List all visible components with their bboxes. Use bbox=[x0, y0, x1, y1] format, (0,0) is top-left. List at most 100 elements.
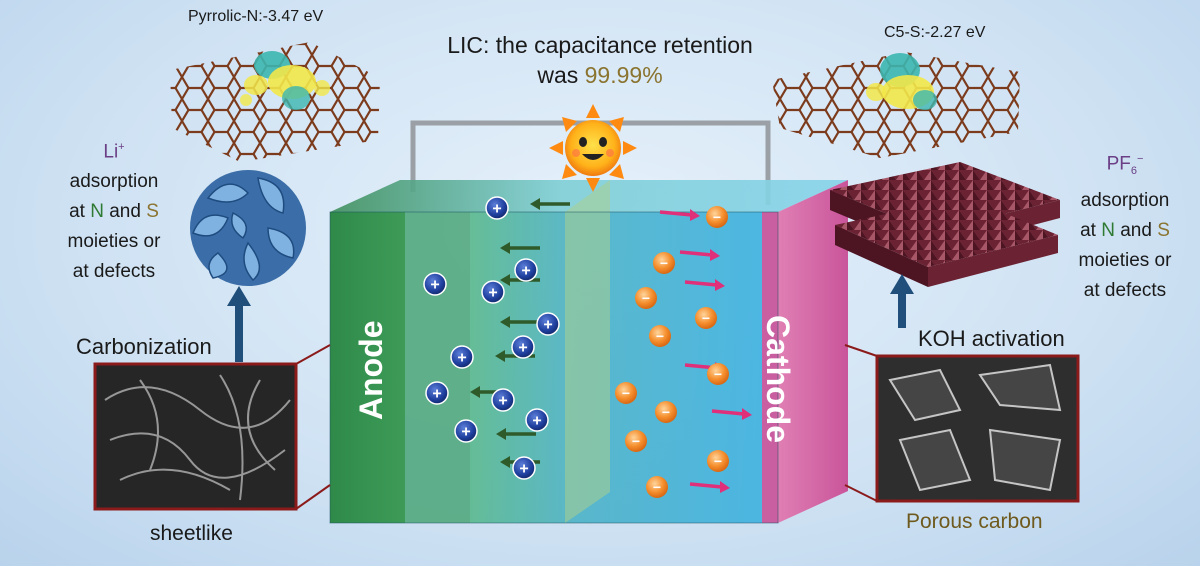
description-line: moieties or bbox=[67, 231, 161, 253]
li-ion-label: Li+ bbox=[44, 132, 184, 167]
description-line: adsorption bbox=[1080, 190, 1170, 212]
cation-charge: + bbox=[457, 350, 466, 367]
anion-migration-arrow bbox=[684, 279, 725, 291]
sheetlike-caption: sheetlike bbox=[150, 522, 233, 545]
anion-charge: − bbox=[714, 366, 722, 382]
anion-charge: − bbox=[713, 209, 721, 225]
pf6-adsorption-description: PF6− adsorption at N and S moieties or a… bbox=[1050, 144, 1200, 306]
anion-icon: − bbox=[655, 401, 677, 423]
sulfur-label: S bbox=[146, 201, 159, 223]
cation-icon: + bbox=[450, 345, 474, 369]
anion-icon: − bbox=[646, 476, 668, 498]
anion-migration-arrow bbox=[711, 408, 752, 420]
cation-icon: + bbox=[514, 258, 538, 282]
koh-activation-label: KOH activation bbox=[918, 326, 1065, 351]
cation-charge: + bbox=[518, 340, 527, 357]
cation-icon: + bbox=[525, 408, 549, 432]
graphene-sheet-icon bbox=[170, 42, 380, 162]
nitrogen-label: N bbox=[1101, 220, 1115, 242]
cation-icon: + bbox=[511, 335, 535, 359]
cation-charge: + bbox=[521, 263, 530, 280]
cation-charge: + bbox=[492, 201, 501, 218]
cation-icon: + bbox=[491, 388, 515, 412]
pyrrolic-n-energy-label: Pyrrolic-N:-3.47 eV bbox=[188, 8, 324, 25]
anion-icon: − bbox=[707, 363, 729, 385]
graphene-sheet-icon bbox=[772, 52, 1020, 158]
anode-label: Anode bbox=[353, 320, 389, 420]
sem-image bbox=[875, 354, 1080, 503]
anion-charge: − bbox=[642, 290, 650, 306]
cathode-label: Cathode bbox=[760, 315, 796, 443]
sun-icon bbox=[549, 104, 637, 192]
c5-s-energy-label: C5-S:-2.27 eV bbox=[884, 24, 986, 41]
pf6-ion-label: PF6− bbox=[1050, 144, 1200, 186]
cation-icon: + bbox=[454, 419, 478, 443]
cation-charge: + bbox=[543, 317, 552, 334]
ion-symbol: Li bbox=[103, 141, 119, 163]
description-line: at defects bbox=[1083, 280, 1167, 302]
cation-charge: + bbox=[532, 413, 541, 430]
sem-image bbox=[93, 362, 298, 511]
anion-migration-arrow bbox=[659, 209, 700, 221]
cation-charge: + bbox=[498, 393, 507, 410]
anion-charge: − bbox=[660, 255, 668, 271]
anode-material bbox=[405, 212, 470, 523]
anion-charge: − bbox=[662, 404, 670, 420]
sulfur-label: S bbox=[1157, 220, 1170, 242]
description-line: adsorption bbox=[69, 171, 159, 193]
anion-charge: − bbox=[622, 385, 630, 401]
porous-carbon-caption: Porous carbon bbox=[906, 510, 1043, 533]
cation-migration-arrow bbox=[500, 316, 540, 328]
cation-charge: + bbox=[488, 285, 497, 302]
cathode-side-face bbox=[778, 180, 848, 523]
cation-charge: + bbox=[430, 277, 439, 294]
ion-charge: + bbox=[118, 141, 125, 153]
cation-icon: + bbox=[423, 272, 447, 296]
anion-icon: − bbox=[706, 206, 728, 228]
description-line: at N and S bbox=[1080, 220, 1170, 242]
anion-icon: − bbox=[649, 325, 671, 347]
anion-charge: − bbox=[656, 328, 664, 344]
cation-charge: + bbox=[432, 386, 441, 403]
anion-migration-arrow bbox=[679, 249, 720, 261]
carbonization-label: Carbonization bbox=[76, 334, 212, 359]
headline-line-1: LIC: the capacitance retention bbox=[447, 32, 753, 58]
headline-line-2: was 99.99% bbox=[380, 60, 820, 90]
capacitance-retention-value: 99.99% bbox=[584, 62, 663, 88]
anion-icon: − bbox=[653, 252, 675, 274]
up-arrow-icon bbox=[890, 274, 914, 328]
anion-charge: − bbox=[702, 310, 710, 326]
flower-carbon-icon bbox=[190, 170, 306, 286]
cation-icon: + bbox=[485, 196, 509, 220]
anion-icon: − bbox=[615, 382, 637, 404]
ion-subscript: 6 bbox=[1130, 165, 1137, 178]
headline-prefix: was bbox=[537, 62, 585, 88]
ion-charge: − bbox=[1136, 153, 1144, 165]
cation-charge: + bbox=[519, 461, 528, 478]
cation-icon: + bbox=[425, 381, 449, 405]
separator bbox=[565, 180, 610, 523]
up-arrow-icon bbox=[227, 286, 251, 362]
li-adsorption-description: Li+ adsorption at N and S moieties or at… bbox=[44, 132, 184, 287]
anion-charge: − bbox=[632, 433, 640, 449]
anion-icon: − bbox=[625, 430, 647, 452]
headline: LIC: the capacitance retention was 99.99… bbox=[380, 30, 820, 90]
nitrogen-label: N bbox=[90, 201, 104, 223]
anion-icon: − bbox=[707, 450, 729, 472]
cation-icon: + bbox=[481, 280, 505, 304]
anion-migration-arrow bbox=[689, 481, 730, 493]
description-line: at N and S bbox=[69, 201, 159, 223]
anion-charge: − bbox=[653, 479, 661, 495]
cation-icon: + bbox=[512, 456, 536, 480]
layered-carbon-icon bbox=[830, 162, 1060, 287]
cation-migration-arrow bbox=[500, 242, 540, 254]
anode-electrode bbox=[330, 212, 405, 523]
description-line: moieties or bbox=[1078, 250, 1172, 272]
electrolyte bbox=[470, 212, 778, 523]
anion-charge: − bbox=[714, 453, 722, 469]
cation-migration-arrow bbox=[530, 198, 570, 210]
anion-icon: − bbox=[635, 287, 657, 309]
anion-icon: − bbox=[695, 307, 717, 329]
ion-symbol: PF bbox=[1106, 153, 1131, 175]
